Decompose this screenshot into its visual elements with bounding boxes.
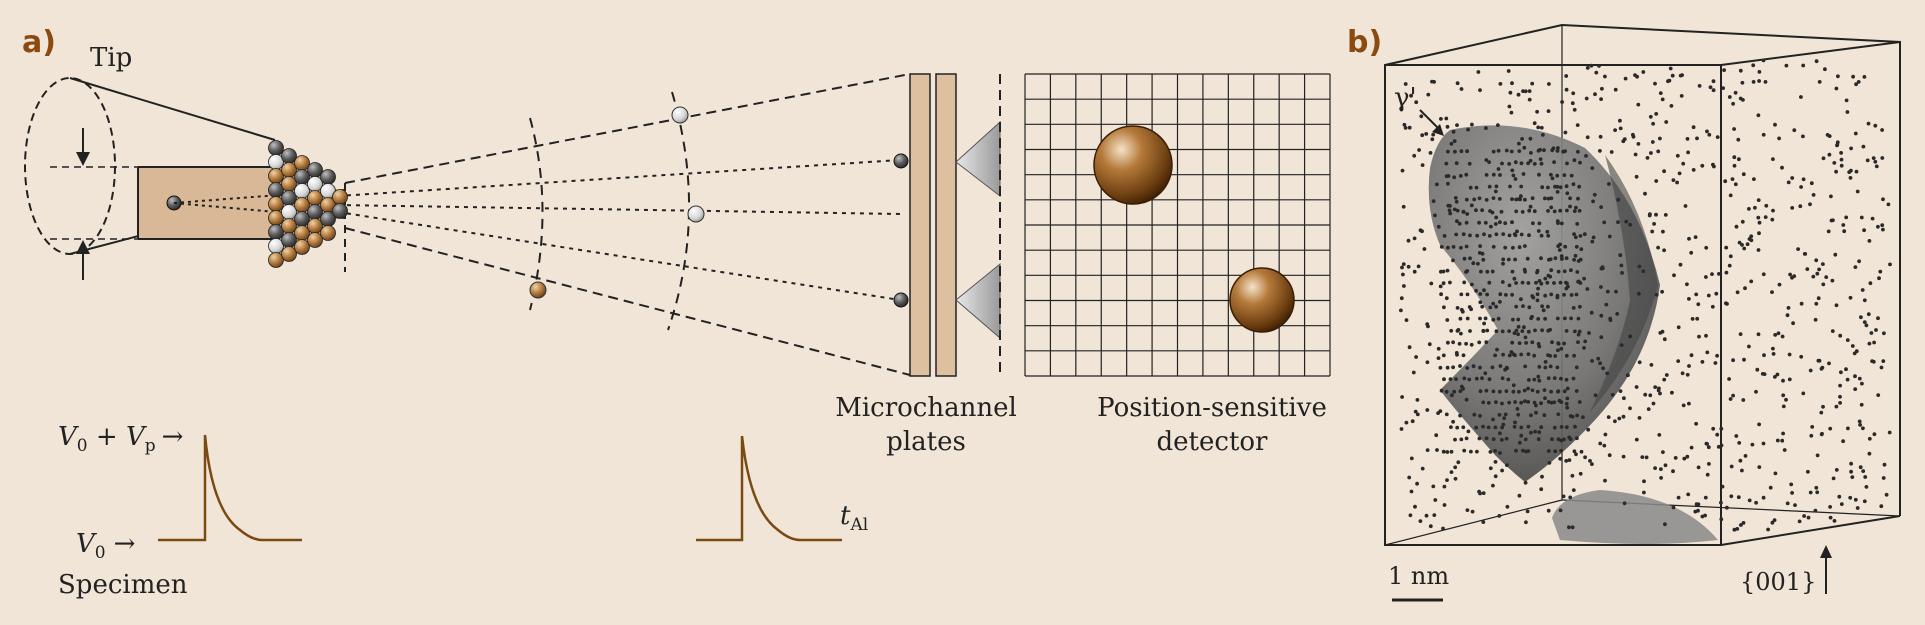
tip-atom: [294, 183, 310, 199]
detector-hit-1: [1093, 125, 1173, 205]
electron-cone-2: [955, 262, 1001, 340]
panel-b-label: b): [1347, 25, 1382, 60]
tip-atom: [281, 148, 297, 164]
ion-white-1: [671, 106, 689, 124]
pointer-arrow-icon: [1432, 124, 1444, 136]
tip-atom: [332, 189, 348, 205]
arrow-up-icon: [76, 240, 90, 254]
tip-atom: [294, 155, 310, 171]
tip-atom: [307, 204, 323, 220]
tip-atom: [268, 252, 284, 268]
reconstruction-box: [1384, 23, 1901, 546]
tip-atom: [307, 176, 323, 192]
tip-atom: [281, 162, 297, 178]
arrival-time-label: tAl: [840, 501, 868, 535]
mcp-plate-2: [935, 73, 957, 377]
pulse-high-label: V0 + Vp→: [58, 422, 183, 456]
arrow-down-icon: [76, 152, 90, 166]
tip-atom: [294, 197, 310, 213]
mcp-label-line1: Microchannel: [835, 393, 1017, 423]
gamma-prime-inner-face: [1590, 155, 1658, 412]
precipitate-bottom: [1552, 490, 1718, 544]
ion-grey-2: [893, 292, 909, 308]
mcp-label-line2: plates: [886, 427, 966, 457]
tip-atom: [307, 232, 323, 248]
tip-atom: [281, 204, 297, 220]
voltage-pulse: V0 + Vp→ V0→ Specimen: [58, 422, 302, 600]
tip-atom: [281, 176, 297, 192]
detector-hit-2: [1229, 267, 1295, 333]
tip-atom: [294, 225, 310, 241]
pulse-base-label: V0→: [76, 529, 135, 563]
scale-bar-label: 1 nm: [1388, 562, 1449, 590]
ion-grey-1: [893, 153, 909, 169]
arrival-pulse: tAl: [696, 435, 868, 542]
tip-atom: [320, 169, 336, 185]
phase-label: γ': [1394, 83, 1417, 113]
tip-atom: [281, 218, 297, 234]
direction-label: {001}: [1740, 568, 1816, 596]
detector-label-line1: Position-sensitive: [1097, 393, 1327, 423]
tip-atom: [307, 190, 323, 206]
ion-white-2: [687, 205, 705, 223]
tip-atom: [320, 225, 336, 241]
tip-atom: [281, 190, 297, 206]
atom-cluster: [268, 140, 348, 268]
tip-atom: [307, 218, 323, 234]
detector-label-line2: detector: [1157, 427, 1269, 457]
tip-base-ellipse: [24, 77, 116, 255]
direction-arrow-icon: [1820, 545, 1832, 558]
tip-atom: [294, 169, 310, 185]
atom-dots: [1399, 58, 1892, 532]
tip-atom: [294, 211, 310, 227]
mcp-plate-1: [909, 73, 931, 377]
electron-cone-1: [955, 120, 1001, 198]
panel-a-label: a): [22, 25, 56, 60]
tip-atom: [294, 239, 310, 255]
specimen-tip: [24, 77, 276, 280]
tip-rod: [138, 167, 273, 239]
tip-atom: [281, 232, 297, 248]
tip-atom: [281, 246, 297, 262]
tip-label: Tip: [90, 43, 132, 73]
position-sensitive-detector: [1024, 73, 1331, 377]
tip-atom: [332, 203, 348, 219]
tip-atom: [268, 140, 284, 156]
tip-atom: [307, 162, 323, 178]
microchannel-plates: [909, 73, 1001, 377]
ion-brown-1: [529, 281, 547, 299]
specimen-label: Specimen: [58, 570, 188, 600]
